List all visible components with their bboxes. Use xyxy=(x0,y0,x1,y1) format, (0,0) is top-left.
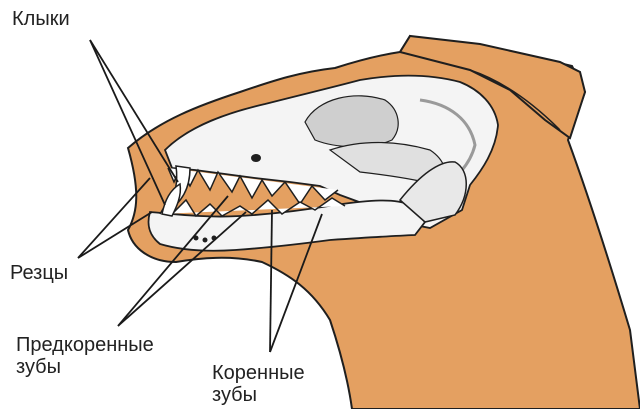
leader-fangs-lower xyxy=(90,40,165,205)
label-premolars-line2: зубы xyxy=(16,356,154,378)
label-molars-line2: зубы xyxy=(212,384,305,406)
label-incisors: Резцы xyxy=(10,262,68,284)
label-premolars: Предкоренные зубы xyxy=(16,334,154,378)
label-molars-line1: Коренные xyxy=(212,362,305,384)
label-molars: Коренные зубы xyxy=(212,362,305,406)
label-fangs: Клыки xyxy=(12,8,70,30)
label-premolars-line1: Предкоренные xyxy=(16,334,154,356)
mental-foramen-2 xyxy=(203,238,208,243)
nasal-foramen xyxy=(251,154,261,162)
